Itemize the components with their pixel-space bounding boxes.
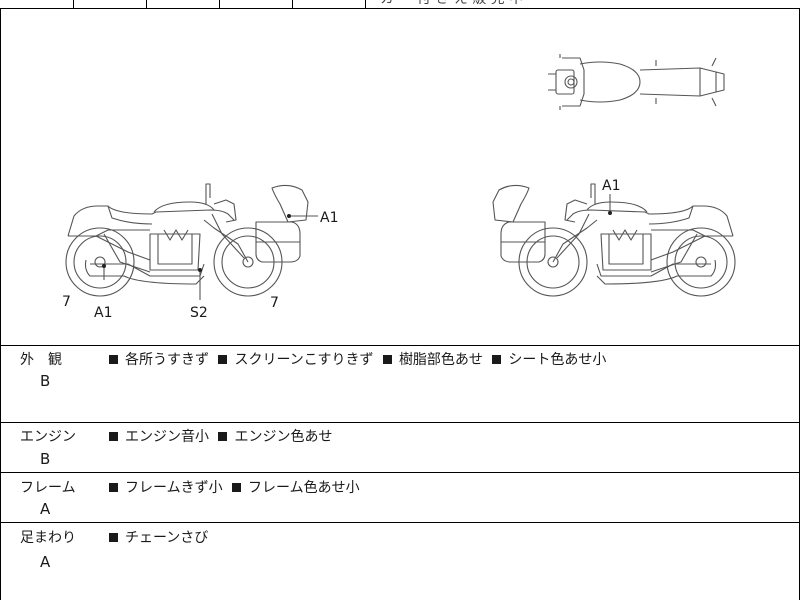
note-item: シート色あせ小 [508, 352, 607, 368]
damage-marker: A1 [94, 305, 112, 321]
diagram-left-border [0, 8, 1, 345]
header-cell-text: カ ー 付 き え 販 売 中 [380, 0, 523, 8]
section-label: エンジン [20, 429, 76, 445]
header-divider [146, 0, 147, 8]
note-item: 各所うすきず [125, 352, 209, 368]
motorcycle-left-side-icon [65, 183, 309, 297]
section-notes: 各所うすきず スクリーンこすりきず 樹脂部色あせ シート色あせ小 [106, 351, 608, 369]
header-bottom-border [0, 8, 800, 9]
damage-marker: S2 [190, 305, 208, 321]
damage-marker: A1 [602, 178, 620, 194]
motorcycle-diagram: 7 A1 S2 7 A1 A1 [62, 54, 736, 321]
bullet-square-icon [492, 355, 502, 364]
note-item: フレームきず小 [125, 480, 223, 496]
note-item: チェーンさび [125, 530, 209, 546]
bullet-square-icon [382, 355, 392, 364]
note-item: エンジン音小 [125, 429, 209, 445]
section-divider [0, 472, 800, 473]
motorcycle-top-view-icon [548, 54, 725, 110]
section-grade: B [40, 372, 51, 390]
motorcycle-right-side-icon [492, 183, 736, 297]
table-left-border [0, 345, 1, 600]
header-divider [73, 0, 74, 8]
section-divider [0, 422, 800, 423]
bullet-square-icon [232, 483, 242, 492]
section-label: フレーム [20, 480, 76, 496]
damage-marker: 7 [62, 294, 71, 310]
note-item: スクリーンこすりきず [234, 352, 374, 368]
section-grade: B [40, 450, 51, 468]
section-label: 外 観 [20, 352, 62, 368]
bullet-square-icon [109, 432, 118, 441]
section-notes: エンジン音小 エンジン色あせ [106, 428, 334, 446]
header-divider [219, 0, 220, 8]
bullet-square-icon [109, 355, 118, 364]
diagram-bottom-border [0, 345, 800, 346]
section-label: 足まわり [20, 530, 76, 546]
section-grade: A [40, 500, 51, 518]
damage-marker: 7 [270, 295, 279, 311]
header-divider [292, 0, 293, 8]
bullet-square-icon [109, 483, 118, 492]
section-divider [0, 522, 800, 523]
bullet-square-icon [109, 533, 118, 542]
note-item: エンジン色あせ [234, 429, 333, 445]
damage-marker: A1 [320, 210, 338, 226]
section-notes: チェーンさび [106, 529, 210, 547]
note-item: 樹脂部色あせ [398, 352, 483, 368]
bullet-square-icon [218, 432, 228, 441]
section-grade: A [40, 553, 51, 571]
bullet-square-icon [218, 355, 228, 364]
header-divider [365, 0, 366, 8]
note-item: フレーム色あせ小 [248, 480, 360, 496]
section-notes: フレームきず小 フレーム色あせ小 [106, 479, 362, 497]
